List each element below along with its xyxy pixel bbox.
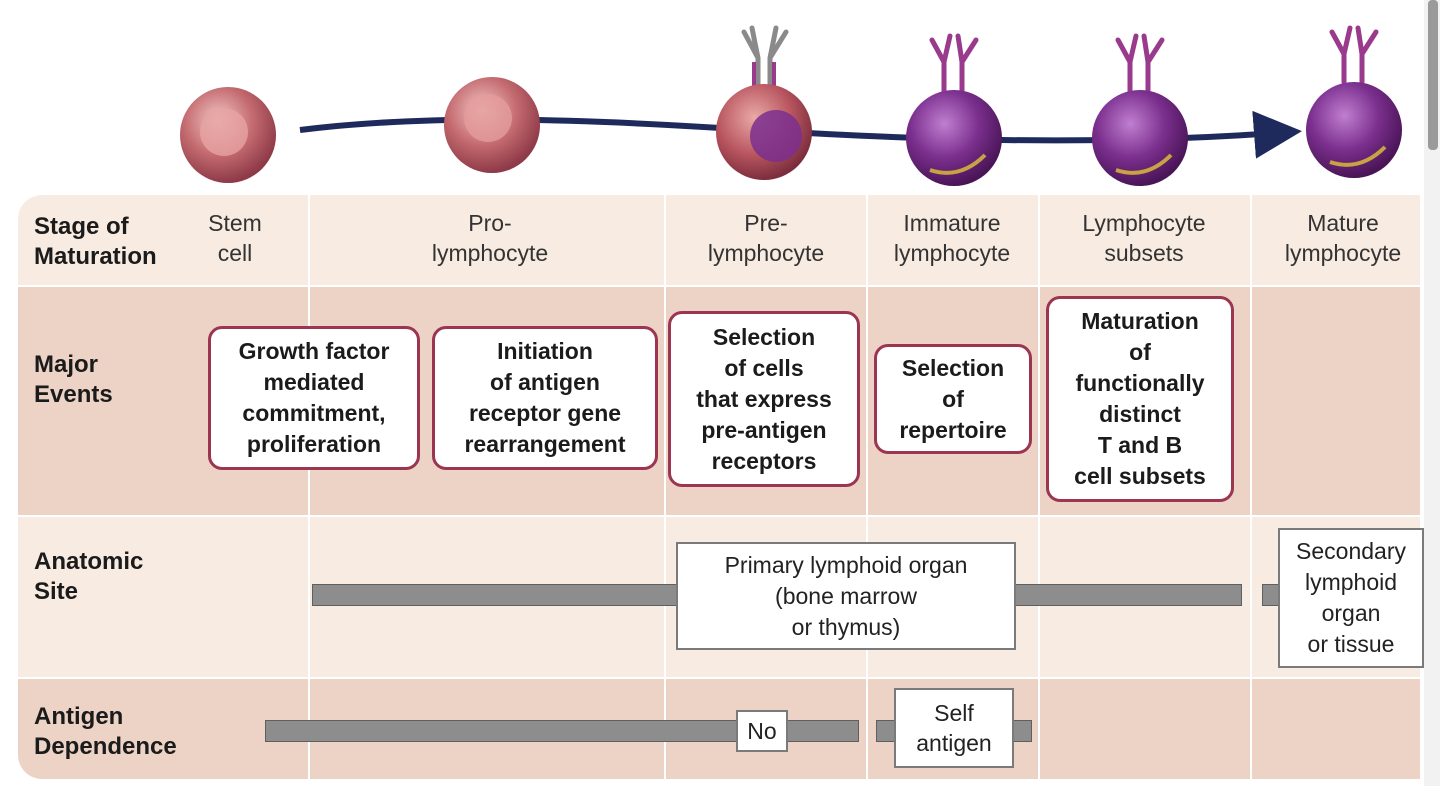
stage-label-stem: Stem cell xyxy=(208,210,262,266)
row-label-events: Major Events xyxy=(34,351,113,408)
event-box-subset-maturation: Maturation of functionally distinct T an… xyxy=(1046,296,1234,502)
immature-lymphocyte-cell-icon xyxy=(906,33,1002,186)
stem-cell-icon xyxy=(180,87,276,183)
scrollbar-track[interactable] xyxy=(1424,0,1440,786)
event-box-pre-antigen-selection: Selection of cells that express pre-anti… xyxy=(668,311,860,487)
stage-label-subsets: Lymphocyte subsets xyxy=(1082,210,1206,266)
stage-label-pre: Pre- lymphocyte xyxy=(707,210,825,266)
column-divider xyxy=(866,195,868,779)
antigen-box-no: No xyxy=(736,710,788,752)
mature-lymphocyte-cell-icon xyxy=(1306,25,1402,178)
stage-label-pro: Pro- lymphocyte xyxy=(431,210,549,266)
event-box-growth-factor: Growth factor mediated commitment, proli… xyxy=(208,326,420,470)
site-bar-primary-left xyxy=(312,584,678,606)
stage-label-immature: Immature lymphocyte xyxy=(893,210,1011,266)
scrollbar-thumb[interactable] xyxy=(1428,0,1438,150)
pro-lymphocyte-cell-icon xyxy=(444,77,540,173)
stage-label-mature: Mature lymphocyte xyxy=(1284,210,1402,266)
row-label-stage: Stage of Maturation xyxy=(34,213,157,270)
column-divider xyxy=(1038,195,1040,779)
site-box-secondary: Secondary lymphoid organ or tissue xyxy=(1278,528,1424,668)
event-box-repertoire-selection: Selection of repertoire xyxy=(874,344,1032,454)
column-divider xyxy=(308,195,310,779)
stage-row xyxy=(18,195,1420,285)
maturation-illustration xyxy=(180,25,1402,186)
site-box-primary: Primary lymphoid organ (bone marrow or t… xyxy=(676,542,1016,650)
column-divider xyxy=(664,195,666,779)
antigen-box-self: Self antigen xyxy=(894,688,1014,768)
site-bar-primary-right xyxy=(1014,584,1242,606)
column-divider xyxy=(1250,195,1252,779)
row-label-antigen: Antigen Dependence xyxy=(34,703,177,760)
lymphocyte-subsets-cell-icon xyxy=(1092,33,1188,186)
pre-lymphocyte-cell-icon xyxy=(716,25,812,180)
event-box-receptor-rearrangement: Initiation of antigen receptor gene rear… xyxy=(432,326,658,470)
antigen-bar-no xyxy=(265,720,859,742)
row-label-site: Anatomic Site xyxy=(34,548,144,605)
